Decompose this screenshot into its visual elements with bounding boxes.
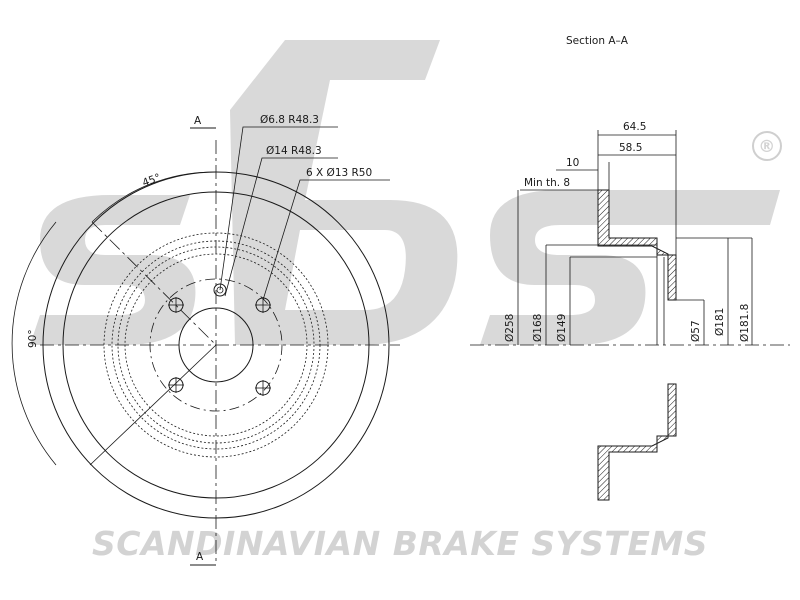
center-bore [178,307,254,383]
dia-168-label: Ø168 [532,314,544,342]
lower-profile [597,383,677,501]
drum-circle-4 [124,253,308,437]
dia-258-label: Ø258 [504,314,516,342]
diagonal-line-lower [89,344,217,466]
angle-45-label: 45° [141,172,163,190]
angle-90-label: 90° [27,329,39,348]
dia-181-label: Ø181 [714,308,726,336]
leader-line-2 [224,157,338,297]
section-marker-bottom: A [196,551,204,563]
angle-arc-45 [91,171,217,223]
front-view [11,126,400,566]
registered-mark: ® [758,137,776,157]
dia-57-label: Ø57 [690,320,702,342]
leader-line-1 [219,126,338,291]
section-marker-top: A [194,115,202,127]
locating-hole [213,283,227,297]
sbs-watermark-logo [30,40,782,345]
dia-149-label: Ø149 [556,314,568,342]
dim-58-5: 58.5 [619,142,642,154]
drum-circle-2 [111,240,321,450]
section-title: Section A–A [566,35,629,47]
locating-hole-inner [216,286,224,294]
angle-arc-90 [11,221,57,466]
drum-circle-3 [117,246,315,444]
callout-hole-3: 6 X Ø13 R50 [306,167,372,179]
inner-rim [62,191,370,499]
company-name-watermark: SCANDINAVIAN BRAKE SYSTEMS [92,524,708,563]
section-view [470,130,790,501]
bolt-circle [149,278,283,412]
dim-min-thickness: Min th. 8 [524,177,570,189]
leader-line-3 [262,179,390,301]
dia-181-8-label: Ø181.8 [739,304,751,342]
callout-hole-2: Ø14 R48.3 [266,145,322,157]
diagonal-line [91,221,217,346]
drum-circle-1 [103,232,329,458]
dim-64-5: 64.5 [623,121,646,133]
dim-10: 10 [566,157,579,169]
callout-hole-1: Ø6.8 R48.3 [260,114,319,126]
